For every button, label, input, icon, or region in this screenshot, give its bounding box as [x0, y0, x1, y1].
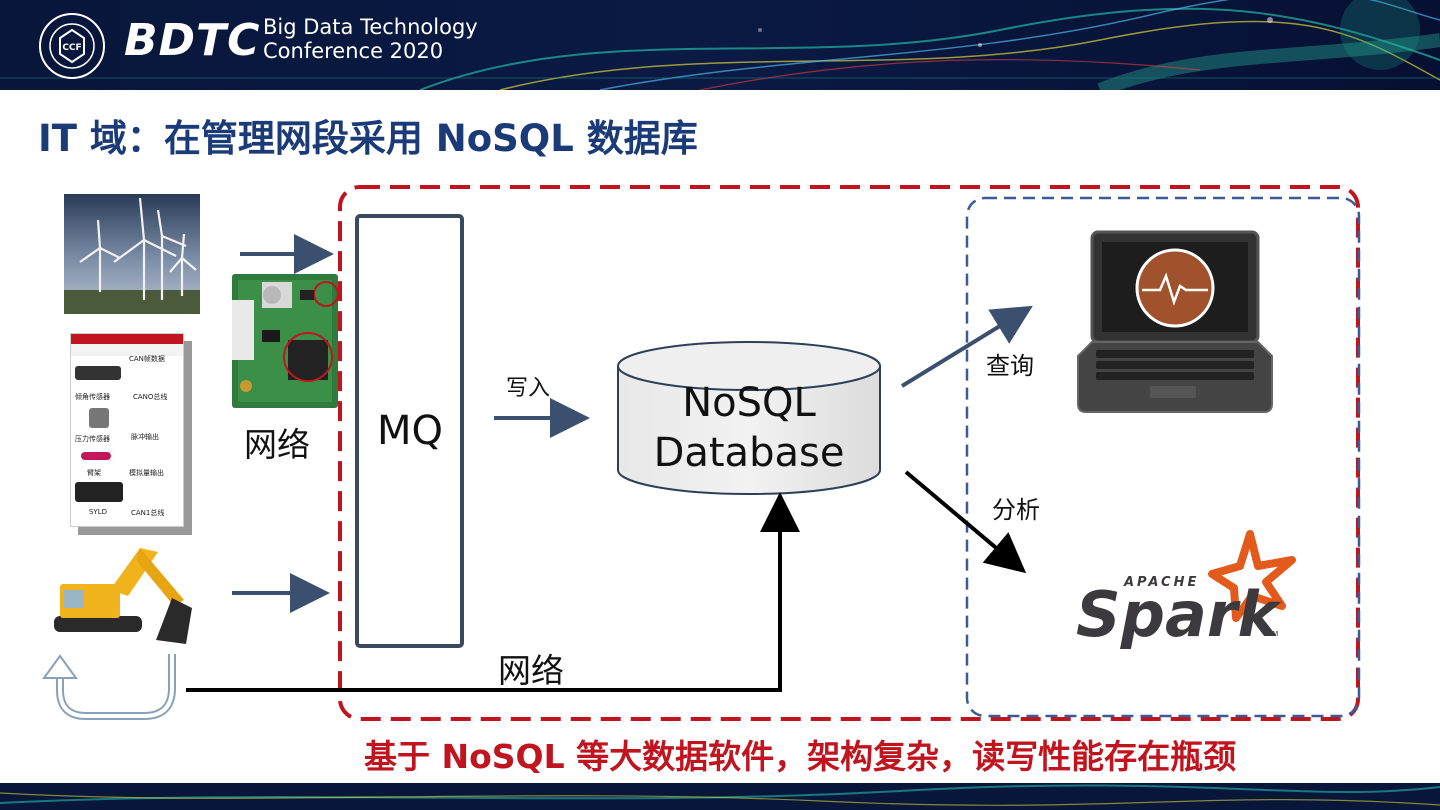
sensor-item: 压力传感器	[75, 435, 110, 443]
sensor-item: CANO总线	[133, 393, 168, 401]
sensor-item: SYLD	[89, 508, 108, 516]
sensor-item: CAN帧数据	[129, 355, 165, 363]
spark-apache-text: APACHE	[1123, 575, 1199, 590]
brand-name: BDTC	[124, 15, 261, 66]
write-label: 写入	[506, 376, 551, 401]
arrow-db-to-query	[900, 305, 1033, 388]
return-arrow-icon	[56, 654, 176, 720]
heartbeat-icon	[1135, 248, 1215, 328]
spark-tm: TM	[1267, 630, 1278, 638]
network-label-bottom: 网络	[498, 651, 564, 690]
header-banner	[0, 0, 1440, 90]
db-label-line2: Database	[653, 430, 845, 476]
slide-title: IT 域：在管理网段采用 NoSQL 数据库	[38, 117, 698, 160]
circuit-board-photo	[232, 274, 339, 408]
mq-label: MQ	[377, 408, 443, 454]
query-label: 查询	[986, 352, 1034, 380]
sensor-panel: CAN帧数据 倾角传感器 CANO总线 压力传感器 脉冲输出 臂架 模拟量输出 …	[70, 333, 184, 527]
bottom-note: 基于 NoSQL 等大数据软件，架构复杂，读写性能存在瓶颈	[364, 737, 1237, 776]
wind-turbine-photo	[64, 194, 200, 314]
mq-box	[355, 214, 464, 648]
sensor-item: 模拟量输出	[129, 469, 164, 477]
excavator-photo	[54, 548, 192, 644]
db-label-line1: NoSQL	[682, 380, 816, 426]
spark-star-icon	[1208, 530, 1296, 622]
network-label-left: 网络	[244, 425, 310, 464]
arrow-db-to-analysis	[904, 470, 1027, 574]
sensor-item: 脉冲输出	[131, 433, 159, 441]
sensor-item: CAN1总线	[131, 509, 165, 517]
analysis-label: 分析	[992, 496, 1040, 524]
sensor-item: 臂架	[87, 469, 101, 477]
brand-subtitle: Big Data Technology Conference 2020	[263, 15, 478, 63]
footer-band	[0, 783, 1440, 810]
application-frame	[965, 196, 1361, 718]
brand-subtitle-line1: Big Data Technology	[263, 15, 478, 39]
it-domain-frame	[338, 185, 1360, 721]
svg-text:CCF: CCF	[62, 43, 81, 53]
spark-wordmark: Spark	[1076, 578, 1282, 651]
brand-subtitle-line2: Conference 2020	[263, 39, 444, 63]
nosql-database-cylinder	[617, 341, 881, 495]
sensor-item: 倾角传感器	[75, 393, 110, 401]
arrow-network-to-db	[186, 492, 800, 692]
ccf-logo-icon: CCF	[39, 13, 105, 79]
